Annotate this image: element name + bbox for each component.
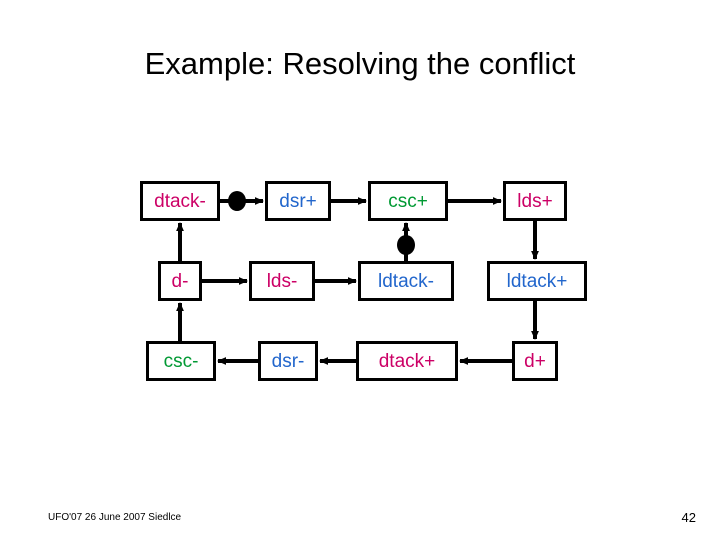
page-title: Example: Resolving the conflict xyxy=(144,46,576,81)
stg-node-dtack-plus[interactable]: dtack+ xyxy=(356,341,458,381)
stg-node-d-plus[interactable]: d+ xyxy=(512,341,558,381)
stg-node-d-minus[interactable]: d- xyxy=(158,261,202,301)
stg-node-dsr-plus[interactable]: dsr+ xyxy=(265,181,331,221)
stg-node-label: dtack+ xyxy=(378,350,436,372)
stg-node-lds-minus[interactable]: lds- xyxy=(249,261,315,301)
stg-node-label: ldtack+ xyxy=(506,270,568,292)
stg-node-label: dsr- xyxy=(271,350,305,372)
stg-node-label: lds- xyxy=(266,270,298,292)
page-number: 42 xyxy=(681,510,696,525)
stg-node-label: csc+ xyxy=(388,190,428,212)
footer-conference-note: UFO'07 26 June 2007 Siedlce xyxy=(48,512,182,523)
stg-node-dtack-minus[interactable]: dtack- xyxy=(140,181,220,221)
stg-node-label: dsr+ xyxy=(279,190,317,212)
stg-node-ldtack-plus[interactable]: ldtack+ xyxy=(487,261,587,301)
stg-node-ldtack-minus[interactable]: ldtack- xyxy=(358,261,454,301)
stg-node-label: dtack- xyxy=(154,190,206,212)
stg-node-label: d- xyxy=(171,270,189,292)
stg-node-label: lds+ xyxy=(517,190,553,212)
stg-node-dsr-minus[interactable]: dsr- xyxy=(258,341,318,381)
stg-node-csc-plus[interactable]: csc+ xyxy=(368,181,448,221)
stg-node-label: ldtack- xyxy=(378,270,434,292)
stg-node-label: d+ xyxy=(524,350,546,372)
stg-node-csc-minus[interactable]: csc- xyxy=(146,341,216,381)
stg-node-label: csc- xyxy=(163,350,199,372)
stg-node-lds-plus[interactable]: lds+ xyxy=(503,181,567,221)
